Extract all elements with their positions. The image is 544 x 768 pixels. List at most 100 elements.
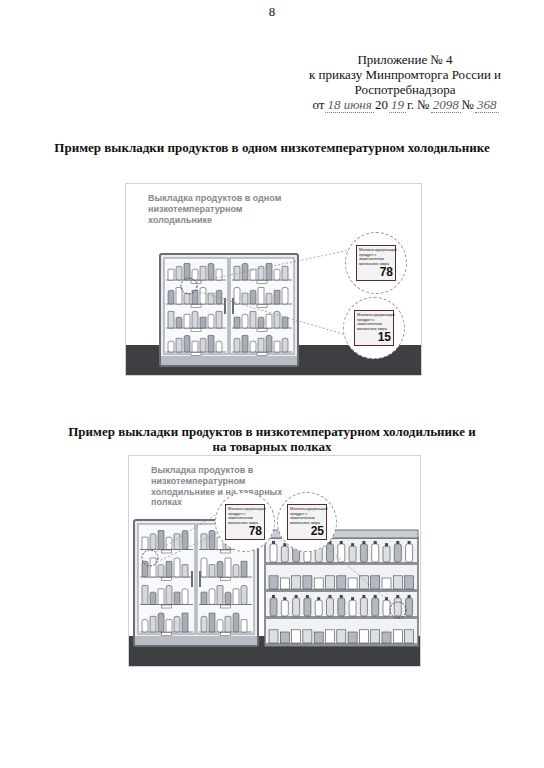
header-line: Роспотребнадзора	[292, 82, 518, 97]
product	[201, 534, 207, 550]
bottle	[383, 546, 390, 562]
glass-door	[138, 524, 195, 634]
product-name: Молокосодержащий продукт с заменителем м…	[228, 507, 262, 525]
product	[225, 592, 231, 604]
bottle-cap	[374, 595, 377, 598]
bottle	[293, 598, 300, 616]
bottle-cap	[362, 541, 365, 544]
product	[201, 558, 207, 577]
product-name: Молокосодержащий продукт с заменителем м…	[290, 507, 324, 525]
handwritten-entry: 18 июня	[325, 97, 373, 113]
product	[150, 592, 156, 604]
product	[282, 266, 288, 280]
bottle-cap	[351, 543, 354, 546]
product	[208, 314, 214, 328]
focus-circle	[390, 602, 406, 618]
price-tag: Молокосодержащий продукт с заменителем м…	[287, 504, 327, 540]
product	[282, 317, 288, 328]
bottle-cap	[272, 595, 275, 598]
leader-line	[196, 291, 350, 336]
product	[166, 586, 172, 605]
header-text: г. №	[406, 97, 431, 112]
figure-panel: Выкладка продуктов в одном низкотемперат…	[125, 183, 422, 376]
bottle	[270, 598, 277, 616]
price-tag	[221, 633, 231, 636]
carton	[348, 578, 357, 589]
product	[266, 293, 272, 304]
header-text: от	[311, 97, 325, 112]
product	[225, 616, 231, 632]
carton	[326, 630, 335, 643]
cabinet-base	[161, 356, 297, 365]
carton	[269, 630, 278, 643]
carton	[292, 576, 301, 589]
product	[192, 341, 198, 352]
product	[234, 338, 240, 352]
bottle-cap	[329, 595, 332, 598]
product	[217, 586, 223, 605]
product	[174, 616, 180, 632]
door-handle	[191, 571, 193, 587]
bottle	[349, 546, 356, 562]
carton	[303, 630, 312, 643]
product	[216, 341, 222, 352]
bottle	[360, 598, 367, 616]
bottle	[383, 600, 390, 616]
header-line: от18 июня2019г. №2098№368	[292, 97, 518, 112]
product	[200, 338, 206, 352]
product	[233, 613, 239, 632]
product	[234, 287, 240, 304]
product	[282, 287, 288, 304]
shelf	[265, 589, 418, 592]
product	[209, 613, 215, 632]
price-tag	[162, 578, 172, 581]
product	[192, 290, 198, 304]
product	[233, 565, 239, 577]
glass-door	[164, 258, 228, 354]
product	[274, 311, 280, 328]
carton	[393, 630, 402, 643]
carton	[303, 576, 312, 589]
cabinet-body	[160, 254, 298, 366]
product	[176, 338, 182, 352]
carton	[371, 630, 380, 643]
product	[242, 293, 248, 304]
product	[142, 586, 148, 605]
bottle-cap	[385, 543, 388, 546]
product	[274, 290, 280, 304]
product	[192, 311, 198, 328]
product	[166, 537, 172, 549]
bottle-cap	[317, 597, 320, 600]
product	[150, 616, 156, 632]
header-text: 20	[374, 97, 389, 112]
bottle-cap	[396, 595, 399, 598]
carton	[292, 630, 301, 643]
bottle	[349, 600, 356, 616]
carton	[393, 576, 402, 589]
price-tag	[162, 633, 172, 636]
bottle	[315, 600, 322, 616]
door-handle	[199, 571, 201, 587]
product	[225, 558, 231, 577]
product	[209, 565, 215, 577]
handwritten-entry: 19	[389, 97, 406, 113]
price-tag	[221, 550, 231, 553]
price-tag: Молокосодержащий продукт с заменителем м…	[225, 504, 265, 540]
product	[158, 565, 164, 577]
cabinet-base	[135, 636, 257, 645]
carton	[314, 632, 323, 643]
page-number-box: 8	[0, 4, 544, 20]
price-tag	[162, 550, 172, 553]
carton	[359, 630, 368, 643]
leader-line	[157, 532, 220, 562]
product	[274, 341, 280, 352]
bottle	[394, 598, 401, 616]
door-handle	[232, 298, 234, 314]
product	[176, 266, 182, 280]
product	[174, 558, 180, 577]
product	[241, 561, 247, 577]
price-number: 15	[357, 331, 391, 344]
product	[200, 266, 206, 280]
price-callout: Молокосодержащий продукт с заменителем м…	[215, 492, 275, 552]
panel-heading: Выкладка продуктов в одном низкотемперат…	[148, 193, 286, 225]
